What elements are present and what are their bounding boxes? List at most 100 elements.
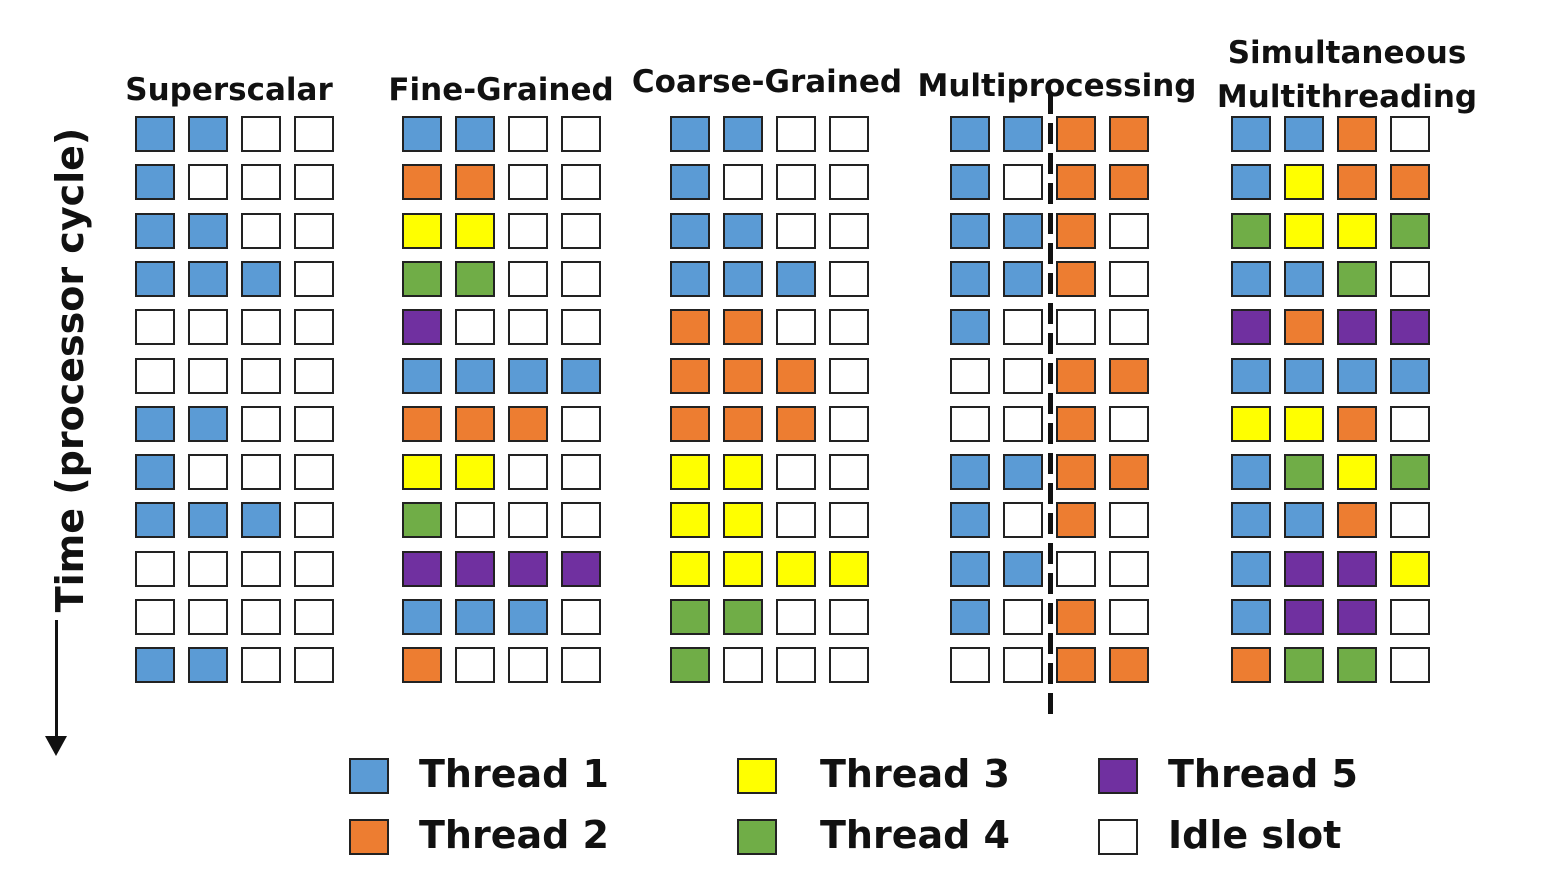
slot-multiprocessing-r11-c2-idle: [1003, 599, 1043, 635]
slot-multiprocessing-r6-c2-idle: [1003, 358, 1043, 394]
slot-multiprocessing-r9-c3-thread2: [1056, 502, 1096, 538]
title-smt-line1: Simultaneous: [1227, 35, 1467, 71]
slot-fine-grained-r12-c2-idle: [455, 647, 495, 683]
slot-coarse-grained-r12-c1-thread4: [670, 647, 710, 683]
slot-smt-r5-c3-thread5: [1337, 309, 1377, 345]
slot-fine-grained-r8-c4-idle: [561, 454, 601, 490]
slot-coarse-grained-r8-c1-thread3: [670, 454, 710, 490]
slot-coarse-grained-r5-c3-idle: [776, 309, 816, 345]
slot-coarse-grained-r9-c1-thread3: [670, 502, 710, 538]
slot-fine-grained-r2-c4-idle: [561, 164, 601, 200]
slot-fine-grained-r6-c2-thread1: [455, 358, 495, 394]
slot-superscalar-r1-c3-idle: [241, 116, 281, 152]
slot-superscalar-r2-c2-idle: [188, 164, 228, 200]
slot-fine-grained-r8-c1-thread3: [402, 454, 442, 490]
slot-superscalar-r12-c1-thread1: [135, 647, 175, 683]
slot-smt-r1-c4-idle: [1390, 116, 1430, 152]
slot-fine-grained-r3-c3-idle: [508, 213, 548, 249]
slot-multiprocessing-r4-c2-thread1: [1003, 261, 1043, 297]
slot-coarse-grained-r11-c4-idle: [829, 599, 869, 635]
slot-fine-grained-r12-c1-thread2: [402, 647, 442, 683]
slot-fine-grained-r8-c2-thread3: [455, 454, 495, 490]
slot-superscalar-r4-c4-idle: [294, 261, 334, 297]
slot-multiprocessing-r10-c4-idle: [1109, 551, 1149, 587]
slot-smt-r10-c1-thread1: [1231, 551, 1271, 587]
slot-smt-r6-c4-thread1: [1390, 358, 1430, 394]
slot-coarse-grained-r6-c4-idle: [829, 358, 869, 394]
slot-smt-r7-c3-thread2: [1337, 406, 1377, 442]
slot-smt-r4-c4-idle: [1390, 261, 1430, 297]
slot-multiprocessing-r9-c4-idle: [1109, 502, 1149, 538]
slot-fine-grained-r5-c1-thread5: [402, 309, 442, 345]
slot-fine-grained-r11-c1-thread1: [402, 599, 442, 635]
slot-smt-r6-c1-thread1: [1231, 358, 1271, 394]
slot-smt-r8-c2-thread4: [1284, 454, 1324, 490]
slot-coarse-grained-r3-c2-thread1: [723, 213, 763, 249]
slot-fine-grained-r9-c1-thread4: [402, 502, 442, 538]
slot-coarse-grained-r1-c3-idle: [776, 116, 816, 152]
slot-smt-r11-c1-thread1: [1231, 599, 1271, 635]
slot-multiprocessing-r5-c4-idle: [1109, 309, 1149, 345]
slot-superscalar-r7-c1-thread1: [135, 406, 175, 442]
slot-fine-grained-r10-c3-thread5: [508, 551, 548, 587]
slot-superscalar-r3-c1-thread1: [135, 213, 175, 249]
slot-multiprocessing-r8-c2-thread1: [1003, 454, 1043, 490]
slot-coarse-grained-r10-c2-thread3: [723, 551, 763, 587]
slot-multiprocessing-r4-c3-thread2: [1056, 261, 1096, 297]
slot-coarse-grained-r5-c2-thread2: [723, 309, 763, 345]
legend-swatch-thread2: [349, 819, 389, 855]
slot-fine-grained-r9-c2-idle: [455, 502, 495, 538]
slot-coarse-grained-r11-c3-idle: [776, 599, 816, 635]
slot-smt-r1-c1-thread1: [1231, 116, 1271, 152]
slot-multiprocessing-r12-c2-idle: [1003, 647, 1043, 683]
legend-label-thread4: Thread 4: [820, 813, 1010, 857]
slot-coarse-grained-r11-c1-thread4: [670, 599, 710, 635]
slot-superscalar-r6-c4-idle: [294, 358, 334, 394]
slot-multiprocessing-r3-c1-thread1: [950, 213, 990, 249]
slot-fine-grained-r4-c2-thread4: [455, 261, 495, 297]
slot-smt-r8-c4-thread4: [1390, 454, 1430, 490]
slot-coarse-grained-r7-c3-thread2: [776, 406, 816, 442]
slot-multiprocessing-r8-c3-thread2: [1056, 454, 1096, 490]
time-axis-arrow-icon: [45, 736, 67, 756]
slot-coarse-grained-r3-c4-idle: [829, 213, 869, 249]
slot-smt-r8-c3-thread3: [1337, 454, 1377, 490]
slot-fine-grained-r11-c4-idle: [561, 599, 601, 635]
slot-smt-r9-c4-idle: [1390, 502, 1430, 538]
slot-fine-grained-r1-c1-thread1: [402, 116, 442, 152]
slot-multiprocessing-r8-c4-thread2: [1109, 454, 1149, 490]
legend-swatch-thread3: [737, 758, 777, 794]
slot-smt-r6-c3-thread1: [1337, 358, 1377, 394]
slot-coarse-grained-r4-c4-idle: [829, 261, 869, 297]
title-smt-line2: Multithreading: [1216, 79, 1478, 115]
slot-superscalar-r10-c3-idle: [241, 551, 281, 587]
slot-coarse-grained-r1-c4-idle: [829, 116, 869, 152]
slot-multiprocessing-r11-c4-idle: [1109, 599, 1149, 635]
slot-smt-r5-c2-thread2: [1284, 309, 1324, 345]
slot-coarse-grained-r4-c3-thread1: [776, 261, 816, 297]
slot-smt-r7-c4-idle: [1390, 406, 1430, 442]
slot-multiprocessing-r4-c4-idle: [1109, 261, 1149, 297]
slot-superscalar-r9-c2-thread1: [188, 502, 228, 538]
slot-smt-r3-c2-thread3: [1284, 213, 1324, 249]
slot-fine-grained-r1-c2-thread1: [455, 116, 495, 152]
slot-fine-grained-r7-c2-thread2: [455, 406, 495, 442]
slot-coarse-grained-r2-c2-idle: [723, 164, 763, 200]
slot-coarse-grained-r11-c2-thread4: [723, 599, 763, 635]
slot-multiprocessing-r2-c4-thread2: [1109, 164, 1149, 200]
slot-multiprocessing-r1-c3-thread2: [1056, 116, 1096, 152]
slot-coarse-grained-r6-c3-thread2: [776, 358, 816, 394]
slot-multiprocessing-r9-c1-thread1: [950, 502, 990, 538]
slot-multiprocessing-r11-c1-thread1: [950, 599, 990, 635]
processor-divider: [1048, 93, 1053, 723]
slot-multiprocessing-r1-c1-thread1: [950, 116, 990, 152]
slot-smt-r11-c4-idle: [1390, 599, 1430, 635]
slot-smt-r1-c2-thread1: [1284, 116, 1324, 152]
slot-multiprocessing-r12-c4-thread2: [1109, 647, 1149, 683]
slot-multiprocessing-r2-c3-thread2: [1056, 164, 1096, 200]
slot-coarse-grained-r1-c2-thread1: [723, 116, 763, 152]
slot-coarse-grained-r7-c4-idle: [829, 406, 869, 442]
slot-fine-grained-r7-c4-idle: [561, 406, 601, 442]
slot-multiprocessing-r12-c3-thread2: [1056, 647, 1096, 683]
slot-multiprocessing-r1-c4-thread2: [1109, 116, 1149, 152]
